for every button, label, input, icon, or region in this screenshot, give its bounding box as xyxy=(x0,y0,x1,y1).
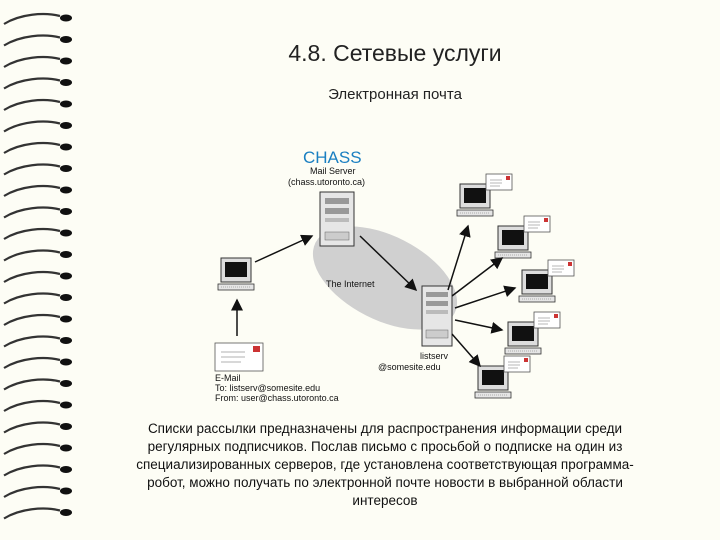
binding-hole xyxy=(60,208,72,215)
body-line: специализированных серверов, где установ… xyxy=(85,456,685,474)
arrow-to-subscriber xyxy=(452,258,502,296)
binding-ring xyxy=(4,401,60,411)
chass-logo: CHASS xyxy=(303,148,362,167)
binding-ring xyxy=(4,14,60,24)
binding-hole xyxy=(60,58,72,65)
binding-ring xyxy=(4,122,60,132)
arrow-to-subscriber xyxy=(448,226,468,290)
listserv-host: @somesite.edu xyxy=(378,362,441,372)
subscriber-envelope-icon xyxy=(486,174,512,190)
binding-ring xyxy=(4,186,60,196)
binding-hole xyxy=(60,316,72,323)
user-computer-icon xyxy=(218,258,254,290)
binding-hole xyxy=(60,122,72,129)
binding-hole xyxy=(60,251,72,258)
arrow-pc-to-server xyxy=(255,236,312,262)
binding-ring xyxy=(4,79,60,89)
binding-ring xyxy=(4,36,60,46)
mail-server-icon xyxy=(320,192,354,246)
arrow-to-subscriber xyxy=(452,334,480,366)
binding-hole xyxy=(60,445,72,452)
binding-hole xyxy=(60,509,72,516)
slide-subtitle: Электронная почта xyxy=(200,86,590,103)
slide-title: 4.8. Сетевые услуги xyxy=(200,40,590,67)
binding-ring xyxy=(4,272,60,282)
binding-hole xyxy=(60,402,72,409)
internet-label: The Internet xyxy=(326,279,375,289)
subscriber-envelope-icon xyxy=(534,312,560,328)
subscriber-envelope-icon xyxy=(548,260,574,276)
body-line: Списки рассылки предназначены для распро… xyxy=(85,420,685,438)
binding-hole xyxy=(60,187,72,194)
binding-ring xyxy=(4,487,60,497)
binding-ring xyxy=(4,294,60,304)
email-from: From: user@chass.utoronto.ca xyxy=(215,393,339,403)
binding-ring xyxy=(4,337,60,347)
body-line: робот, можно получать по электронной поч… xyxy=(85,474,685,492)
binding-hole xyxy=(60,230,72,237)
binding-hole xyxy=(60,36,72,43)
email-to: To: listserv@somesite.edu xyxy=(215,383,320,393)
binding-hole xyxy=(60,423,72,430)
email-label: E-Mail xyxy=(215,373,241,383)
body-line: интересов xyxy=(85,492,685,510)
binding-ring xyxy=(4,57,60,67)
binding-hole xyxy=(60,79,72,86)
email-envelope-icon xyxy=(215,343,263,371)
binding-hole xyxy=(60,101,72,108)
binding-hole xyxy=(60,466,72,473)
mailing-list-diagram: The Internet CHASS Mail Server (chass.ut… xyxy=(190,140,610,410)
mail-server-host: (chass.utoronto.ca) xyxy=(288,177,365,187)
binding-ring xyxy=(4,444,60,454)
binding-ring xyxy=(4,165,60,175)
binding-ring xyxy=(4,358,60,368)
binding-ring xyxy=(4,100,60,110)
listserv-server-icon xyxy=(422,286,452,346)
mail-server-label: Mail Server xyxy=(310,166,356,176)
spiral-binding xyxy=(0,0,80,540)
arrow-to-subscriber xyxy=(455,288,515,308)
body-paragraph: Списки рассылки предназначены для распро… xyxy=(85,420,685,510)
binding-ring xyxy=(4,208,60,218)
binding-hole xyxy=(60,15,72,22)
binding-hole xyxy=(60,165,72,172)
arrow-to-subscriber xyxy=(455,320,502,330)
subscriber-envelope-icon xyxy=(524,216,550,232)
binding-ring xyxy=(4,315,60,325)
binding-hole xyxy=(60,488,72,495)
binding-ring xyxy=(4,380,60,390)
binding-ring xyxy=(4,251,60,261)
binding-hole xyxy=(60,294,72,301)
body-line: регулярных подписчиков. Послав письмо с … xyxy=(85,438,685,456)
binding-ring xyxy=(4,143,60,153)
binding-hole xyxy=(60,337,72,344)
subscriber-envelope-icon xyxy=(504,356,530,372)
binding-ring xyxy=(4,423,60,433)
binding-hole xyxy=(60,359,72,366)
listserv-label: listserv xyxy=(420,351,449,361)
binding-hole xyxy=(60,380,72,387)
binding-hole xyxy=(60,273,72,280)
binding-ring xyxy=(4,509,60,519)
binding-ring xyxy=(4,466,60,476)
binding-hole xyxy=(60,144,72,151)
binding-ring xyxy=(4,229,60,239)
